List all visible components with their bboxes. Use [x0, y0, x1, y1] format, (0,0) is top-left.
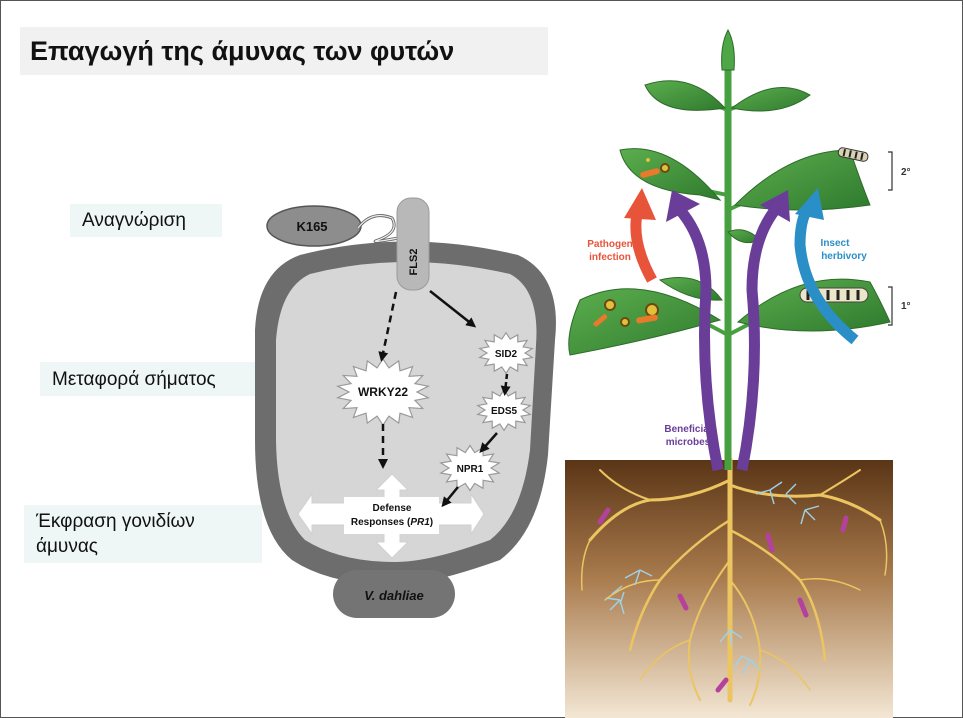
beneficial-arrow-left — [675, 206, 724, 472]
label-recognition: Αναγνώριση — [70, 204, 222, 237]
label-gene-expression: Έκφραση γονιδίων άμυνας — [24, 505, 262, 563]
defense-box — [344, 497, 439, 534]
insect-herbivory-label-2: herbivory — [821, 251, 867, 262]
pathogen-infection-arrow — [630, 208, 657, 283]
label-signal-text: Μεταφορά σήματος — [52, 369, 216, 390]
bracket-secondary — [888, 151, 893, 191]
arrow-fls2-to-sid2 — [429, 290, 477, 328]
fls2-label: FLS2 — [408, 249, 420, 276]
v-dahliae-label: V. dahliae — [364, 588, 424, 603]
herbivory-arrow-head — [795, 188, 824, 220]
npr1-node — [439, 444, 501, 492]
leaf-top-left — [644, 80, 727, 111]
beneficial-arrow-right — [736, 206, 780, 472]
plant-bud — [721, 28, 735, 71]
leaf-mid-left — [619, 148, 722, 201]
primary-label: 1° — [901, 301, 911, 312]
insect-herbivory-label-1: Insect — [821, 238, 851, 249]
leaf-mid-right — [733, 149, 871, 211]
k165-label: K165 — [296, 219, 327, 234]
label-gene-expression-line2: άμυνας — [36, 536, 98, 557]
arrow-npr1-to-defense — [441, 486, 459, 508]
eds5-node — [476, 388, 532, 432]
bracket-primary — [888, 286, 893, 326]
fls2-receptor — [396, 197, 430, 291]
leaf-lesions — [593, 158, 670, 327]
pathogen-arrow-head — [624, 188, 656, 220]
soil-microbes — [597, 507, 849, 693]
slide-title: Επαγωγή της άμυνας των φυτών — [30, 35, 455, 66]
npr1-label: NPR1 — [457, 464, 484, 475]
sid2-node — [478, 331, 534, 375]
wrky22-label: WRKY22 — [358, 385, 408, 399]
beneficial-microbes-label-2: microbes — [666, 437, 711, 448]
arrow-sid2-to-eds5 — [500, 373, 511, 396]
secondary-label: 2° — [901, 167, 911, 178]
beneficial-arrow-left-head — [666, 190, 700, 222]
defense-label-line2: Responses (PR1) — [351, 517, 433, 528]
arrow-eds5-to-npr1 — [479, 432, 498, 453]
defense-label-line1: Defense — [373, 503, 412, 514]
roots — [580, 457, 888, 706]
pathogen-infection-label-1: Pathogen — [587, 239, 633, 250]
sid2-label: SID2 — [495, 349, 518, 360]
label-recognition-text: Αναγνώριση — [82, 210, 186, 231]
beneficial-arrow-right-head — [760, 190, 790, 222]
pathogen-infection-label-2: infection — [589, 252, 631, 263]
label-signal-transduction: Μεταφορά σήματος — [40, 362, 277, 396]
leaf-top-right — [730, 86, 811, 112]
beneficial-microbes-label-1: Beneficial — [664, 424, 711, 435]
herbivory-arrow — [794, 204, 859, 345]
slide-title-box: Επαγωγή της άμυνας των φυτών — [20, 27, 548, 75]
signal-nodes — [335, 331, 534, 492]
eds5-label: EDS5 — [491, 406, 518, 417]
label-gene-expression-line1: Έκφραση γονιδίων — [36, 511, 195, 532]
v-dahliae-pathogen — [333, 570, 455, 618]
mycorrhiza — [605, 481, 820, 675]
caterpillar-top — [837, 147, 869, 162]
